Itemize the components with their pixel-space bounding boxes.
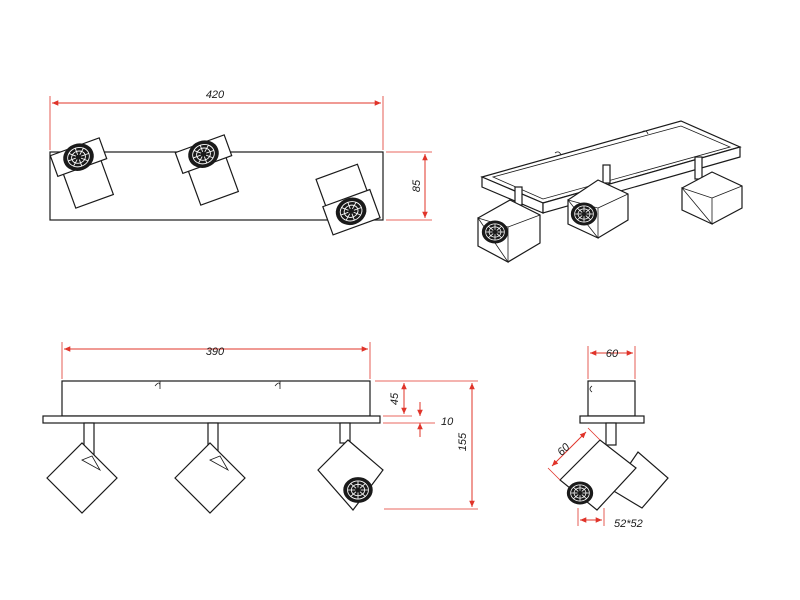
- dimension-label-45: 45: [389, 392, 401, 405]
- front-view-spot-3: [317, 439, 384, 511]
- dimension-line-60-head: [551, 431, 587, 467]
- front-view-spot-1: [46, 442, 118, 514]
- front-view-plate: [42, 415, 381, 424]
- front-view: 390 45 10 155: [42, 342, 478, 514]
- dimension-label-390: 390: [206, 346, 225, 358]
- perspective-spot-2: [566, 179, 629, 240]
- dimension-label-60-top: 60: [606, 348, 619, 360]
- side-view: 60 60 52*52: [547, 346, 669, 530]
- top-view-spot-2: [174, 134, 240, 206]
- dimension-label-52x52: 52*52: [614, 518, 643, 530]
- side-view-plate: [579, 415, 645, 424]
- perspective-spot-1: [477, 199, 541, 264]
- dimension-label-420: 420: [206, 89, 225, 101]
- perspective-view: [477, 120, 743, 264]
- side-view-housing: [587, 380, 636, 417]
- side-view-spot: [559, 439, 637, 511]
- top-view-spot-3: [315, 163, 381, 236]
- top-view: 420 85: [49, 89, 432, 236]
- front-view-housing: [61, 380, 371, 417]
- perspective-spot-3: [680, 171, 743, 226]
- top-view-spot-1: [49, 137, 115, 209]
- dimension-label-155: 155: [457, 432, 469, 451]
- dimension-label-60-head: 60: [555, 441, 573, 459]
- front-view-spot-2: [174, 442, 246, 514]
- dimension-label-85: 85: [411, 179, 423, 192]
- dimension-label-10: 10: [441, 416, 454, 428]
